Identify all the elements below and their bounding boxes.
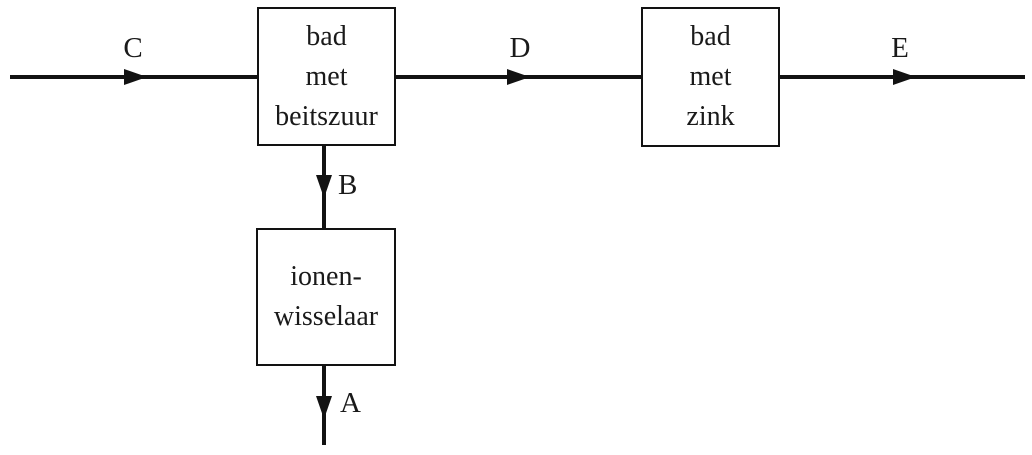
arrowhead-e-icon [893,69,916,85]
arrow-label-a: A [340,387,361,419]
box-bad-met-zink-label: bad met zink [686,21,735,132]
box-bad-met-beitszuur: bad met beitszuur [257,7,396,146]
arrowhead-d-icon [507,69,530,85]
arrowhead-c-icon [124,69,147,85]
arrowhead-a-icon [316,396,332,419]
arrowhead-b-icon [316,175,332,198]
arrow-label-c: C [123,32,143,64]
arrow-label-e: E [891,32,909,64]
box-bad-met-beitszuur-label: bad met beitszuur [275,20,378,132]
arrow-label-d: D [509,32,531,64]
box-bad-met-zink: bad met zink [641,7,780,147]
box-ionenwisselaar-label: ionen- wisselaar [273,261,379,332]
arrow-label-b: B [338,169,358,201]
box-ionenwisselaar: ionen- wisselaar [256,228,396,366]
